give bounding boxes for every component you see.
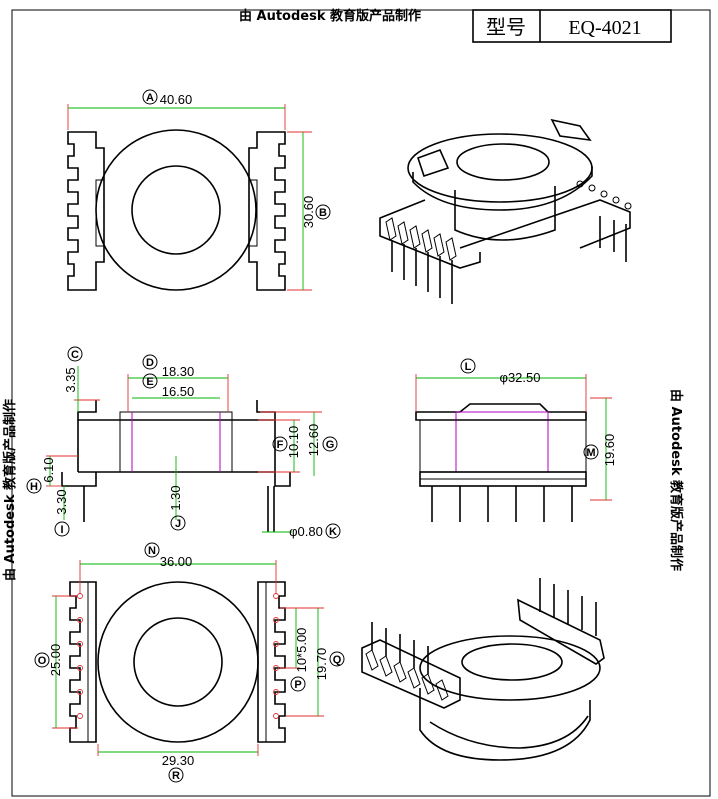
top-left-pin-rail [67, 131, 105, 291]
bottom-view: 36.00 N 25.00 O 10*5.00 P 19.70 Q 29.30 … [34, 542, 345, 783]
dim-d-letter: D [146, 357, 154, 369]
bottom-left-pin-rail [69, 581, 97, 743]
top-flange-circle [95, 129, 257, 291]
side-view: φ32.50 L 19.60 M [415, 358, 617, 522]
top-bore-circle [131, 165, 221, 255]
top-right-pin-rail [248, 131, 286, 291]
isometric-view-bottom [361, 578, 605, 761]
model-label: 型号 [486, 16, 526, 39]
dim-e-value: 16.50 [162, 384, 195, 399]
watermark-right: 由 Autodesk 教育版产品制作 [668, 389, 684, 571]
sheet-border [11, 9, 711, 797]
watermark-top: 由 Autodesk 教育版产品制作 [239, 8, 421, 24]
dim-d-value: 18.30 [162, 364, 195, 379]
dim-i-letter: I [60, 524, 63, 536]
dim-m-letter: M [586, 447, 595, 459]
dim-n-letter: N [148, 545, 156, 557]
dim-c-letter: C [71, 349, 79, 361]
model-value: EQ-4021 [568, 17, 641, 39]
dim-q-letter: Q [333, 654, 342, 666]
dim-b-value: 30.60 [301, 196, 316, 229]
dim-p-value: 10*5.00 [294, 628, 309, 673]
isometric-view-top [379, 118, 632, 304]
dim-a-letter: A [146, 92, 154, 104]
dim-g-value: 12.60 [306, 424, 321, 457]
dim-k-value: φ0.80 [289, 524, 323, 539]
dim-o-value: 25.00 [48, 644, 63, 677]
watermark-left: 由 Autodesk 教育版产品制作 [2, 399, 18, 581]
dim-f-value: 10.10 [286, 426, 301, 459]
dim-l-letter: L [465, 361, 472, 373]
dim-p-letter: P [294, 679, 301, 691]
dim-i-value: 3.30 [54, 489, 69, 514]
dim-o-letter: O [38, 655, 47, 667]
bottom-bore-circle [133, 617, 223, 707]
dim-j-value: 1.30 [168, 485, 183, 510]
dim-r-value: 29.30 [162, 753, 195, 768]
dim-m-value: 19.60 [602, 434, 617, 467]
dim-c-value: 3.35 [63, 367, 78, 392]
dim-b-letter: B [319, 207, 327, 219]
bottom-right-pin-rail [257, 581, 286, 743]
dim-l-value: φ32.50 [500, 370, 541, 385]
bottom-flange-circle [97, 581, 259, 743]
dim-h-value: 6.10 [41, 457, 56, 482]
front-view: 3.35 C 18.30 D 16.50 E 10.10 F 12.60 G 6… [26, 346, 341, 539]
dim-h-letter: H [30, 481, 38, 493]
dim-k-letter: K [329, 526, 337, 538]
dim-q-value: 19.70 [314, 648, 329, 681]
dim-f-letter: F [277, 439, 284, 451]
dim-j-letter: J [175, 518, 181, 530]
dim-g-letter: G [326, 439, 335, 451]
dim-a-value: 40.60 [160, 92, 193, 107]
title-block: 型号 EQ-4021 [472, 9, 672, 43]
dim-n-value: 36.00 [160, 554, 193, 569]
dim-e-letter: E [146, 376, 153, 388]
top-view: 40.60 A 30.60 B [67, 89, 331, 291]
dim-r-letter: R [172, 770, 180, 782]
